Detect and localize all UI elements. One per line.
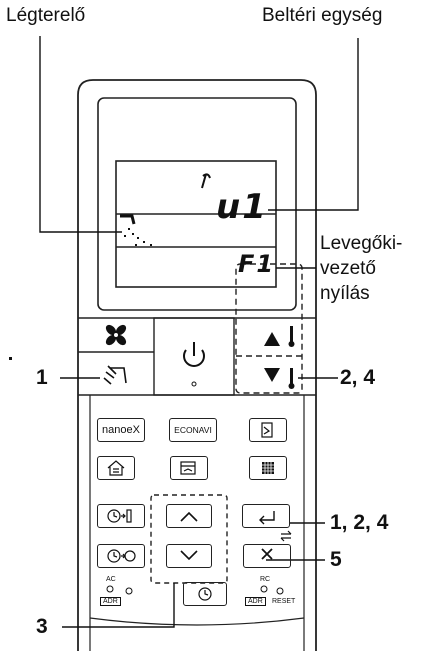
nanoex-button[interactable]: nanoeX — [97, 418, 145, 442]
outlet-label-line2: vezető — [320, 258, 376, 279]
cancel-x-icon — [261, 548, 273, 560]
callout-5: 5 — [330, 548, 342, 571]
home-icon — [107, 460, 125, 476]
fan-icon — [105, 324, 127, 346]
deflector-label: Légterelő — [6, 5, 86, 26]
rc-indicator — [260, 585, 268, 593]
callout-1-left: 1 — [36, 366, 48, 389]
grid-button[interactable] — [249, 456, 287, 480]
display-button[interactable] — [249, 418, 287, 442]
display-icon — [261, 422, 273, 438]
temp-dashed-box — [235, 263, 303, 394]
thermometer-up-icon — [288, 326, 295, 347]
ac-status-light — [125, 587, 133, 595]
timer-on-button[interactable] — [97, 504, 145, 528]
cycle-icon — [280, 530, 292, 542]
remote-bottom-rim — [89, 617, 305, 626]
ac-indicator — [106, 585, 114, 593]
air-swing-icon — [103, 365, 127, 385]
reset-indicator — [276, 587, 284, 595]
econavi-button[interactable]: ECONAVI — [169, 418, 217, 442]
timer-off-icon — [107, 549, 136, 563]
enter-icon — [259, 511, 275, 525]
callout-2-4: 2, 4 — [340, 366, 376, 389]
up-button[interactable] — [166, 504, 212, 528]
temp-up-arrow-icon — [264, 332, 280, 346]
reset-label[interactable]: RESET — [272, 598, 296, 605]
indoor-unit-label: Beltéri egység — [262, 5, 383, 26]
deflector-dots-icon — [124, 228, 152, 246]
timer-on-icon — [107, 509, 132, 523]
callout-3: 3 — [36, 615, 48, 638]
temp-down-arrow-icon — [264, 368, 280, 382]
home-button[interactable] — [97, 456, 135, 480]
leader-indoor-unit — [268, 38, 359, 211]
callout-1-2-4: 1, 2, 4 — [330, 511, 389, 534]
outlet-label-line3: nyílás — [320, 283, 370, 304]
ac-label: AC — [106, 576, 116, 583]
deflector-icon — [120, 214, 136, 225]
display-frame — [97, 97, 297, 311]
lcd-unit-code: u1 — [216, 187, 268, 227]
down-chevron-icon — [180, 550, 198, 561]
leader-bottom-3 — [62, 583, 175, 628]
cancel-button[interactable] — [243, 544, 291, 568]
lcd-screen — [115, 160, 277, 288]
grid-icon — [262, 462, 274, 474]
remote-body-outline — [77, 79, 317, 651]
down-button[interactable] — [166, 544, 212, 568]
marker-dot — [9, 357, 12, 360]
up-chevron-icon — [180, 511, 198, 522]
schedule-icon — [180, 461, 196, 475]
lcd-outlet-code: F1 — [238, 250, 276, 278]
schedule-button[interactable] — [170, 456, 208, 480]
leader-deflector — [39, 36, 122, 233]
adr-right-label[interactable]: ADR — [245, 597, 266, 606]
enter-button[interactable] — [242, 504, 290, 528]
rc-label: RC — [260, 576, 271, 583]
thermometer-down-icon — [288, 368, 295, 389]
timer-off-button[interactable] — [97, 544, 145, 568]
wrench-icon — [201, 173, 211, 189]
clock-icon — [198, 587, 212, 601]
power-icon — [183, 342, 205, 387]
outlet-label-line1: Levegőki- — [320, 233, 403, 254]
power-button-frame — [153, 317, 235, 396]
adr-left-label[interactable]: ADR — [100, 597, 121, 606]
clock-button[interactable] — [183, 582, 227, 606]
